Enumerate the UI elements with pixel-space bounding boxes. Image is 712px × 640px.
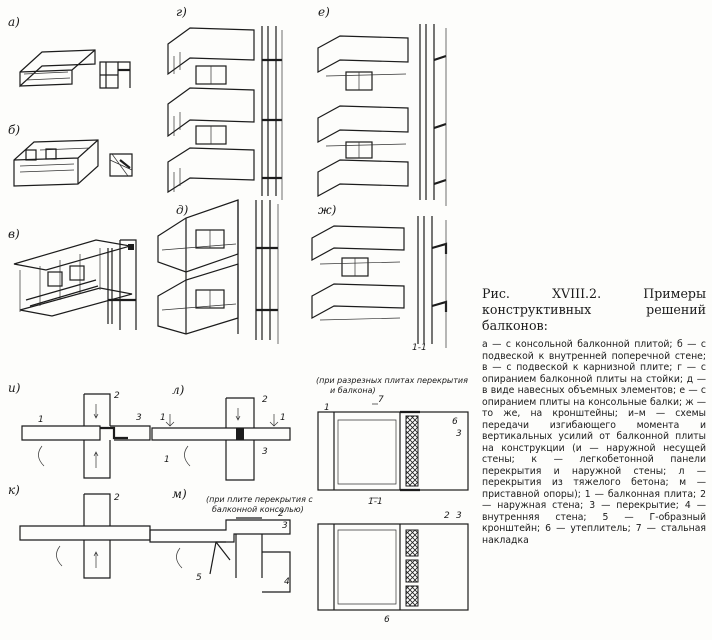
plan-n6b: 6 xyxy=(384,615,390,625)
scheme-l-arrow-r: 1 xyxy=(280,413,286,423)
scheme-k: к) 2 xyxy=(8,483,151,579)
scheme-m-n2: 2 xyxy=(278,509,284,519)
scheme-l-n1: 1 xyxy=(164,455,170,465)
scheme-m-label: м) xyxy=(172,487,187,501)
scheme-l-n3: 3 xyxy=(262,447,268,457)
scheme-i-n2: 2 xyxy=(114,391,120,401)
scheme-i-n3: 3 xyxy=(136,413,142,423)
figure-caption: Рис. XVIII.2. Примеры конструктивных реш… xyxy=(482,286,706,546)
figure-d: д) xyxy=(157,199,279,344)
scheme-m-n4: 4 xyxy=(284,577,290,587)
plan-n7: 7 xyxy=(378,395,384,405)
figure-g: г) xyxy=(167,5,283,200)
figure-g-label: г) xyxy=(176,5,187,19)
figure-zh-label: ж) xyxy=(318,203,337,217)
scheme-i-n1: 1 xyxy=(38,415,44,425)
scheme-m: м) (при плите перекрытия с балконной кон… xyxy=(149,487,313,593)
scheme-k-label: к) xyxy=(8,483,20,497)
figure-b: б) xyxy=(8,123,133,187)
scheme-l: л) 2 3 1 1 1 xyxy=(151,383,291,481)
section-label-bottom: 1-1 xyxy=(368,497,383,507)
caption-body: а — с консольной балконной плитой; б — с… xyxy=(482,339,706,546)
note-split-line2: и балкона) xyxy=(330,386,376,395)
scheme-i-label: и) xyxy=(8,381,21,395)
figure-b-label: б) xyxy=(8,123,20,137)
plan-n1: 1 xyxy=(324,403,330,413)
figure-a-label: а) xyxy=(8,15,20,29)
plan-n2: 2 xyxy=(444,511,450,521)
scheme-l-arrow-l: 1 xyxy=(160,413,166,423)
figure-v: в) xyxy=(8,227,137,330)
scheme-m-n5: 5 xyxy=(196,573,202,583)
scheme-k-n2: 2 xyxy=(114,493,120,503)
figure-e-label: е) xyxy=(318,5,330,19)
scheme-i: и) 1 2 3 xyxy=(8,381,151,479)
note-cantilever-line1: (при плите перекрытия с xyxy=(206,495,313,504)
figure-zh: ж) 1-1 xyxy=(311,203,448,353)
plan-n6: 6 xyxy=(452,417,458,427)
plan-n3b: 3 xyxy=(456,511,462,521)
figure-a: а) xyxy=(8,15,131,89)
scheme-m-n3: 3 xyxy=(282,521,288,531)
note-split-line1: (при разрезных плитах перекрытия xyxy=(316,376,468,385)
figure-v-label: в) xyxy=(8,227,20,241)
figure-e: е) xyxy=(317,5,447,206)
figure-d-label: д) xyxy=(176,203,189,217)
scheme-l-n2: 2 xyxy=(262,395,268,405)
section-label-top: 1-1 xyxy=(412,343,427,353)
scheme-l-label: л) xyxy=(172,383,185,397)
caption-title: Рис. XVIII.2. Примеры конструктивных реш… xyxy=(482,286,706,333)
plan-sections: (при разрезных плитах перекрытия и балко… xyxy=(316,376,469,625)
plan-n3: 3 xyxy=(456,429,462,439)
note-cantilever-line2: балконной консолью) xyxy=(212,505,304,514)
